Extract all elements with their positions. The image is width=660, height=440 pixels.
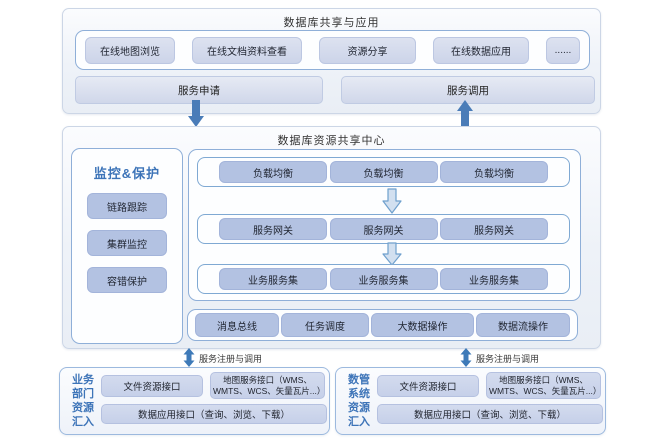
business-service-set-node: 业务服务集 <box>219 268 327 290</box>
business-dept-import-label: 业务 部门 资源 汇入 <box>72 374 94 428</box>
data-application-interface: 数据应用接口（查询、浏览、下载） <box>101 404 327 424</box>
hollow-arrow-down-icon <box>382 242 402 266</box>
service-gateway-node: 服务网关 <box>219 218 327 240</box>
map-service-interface: 地图服务接口（WMS、WMTS、WCS、矢量瓦片...） <box>210 372 325 399</box>
file-resource-interface: 文件资源接口 <box>377 375 479 397</box>
top-section-sharing-application: 数据库共享与应用 在线地图浏览 在线文档资料查看 资源分享 在线数据应用 ...… <box>62 8 601 114</box>
app-ellipsis: ...... <box>546 36 580 64</box>
load-balancer-node: 负载均衡 <box>219 161 327 183</box>
app-online-docs: 在线文档资料查看 <box>192 36 302 64</box>
monitor-protect-box: 监控&保护 链路跟踪 集群监控 容错保护 <box>71 148 183 344</box>
load-balancer-node: 负载均衡 <box>329 161 438 183</box>
platform-task-schedule: 任务调度 <box>281 313 369 337</box>
data-mgmt-import-label: 数管 系统 资源 汇入 <box>348 374 370 428</box>
platform-bigdata-ops: 大数据操作 <box>371 313 474 337</box>
map-service-interface: 地图服务接口（WMS、WMTS、WCS、矢量瓦片...） <box>486 372 601 399</box>
app-online-map: 在线地图浏览 <box>85 36 175 64</box>
monitor-item-link-trace: 链路跟踪 <box>87 193 167 219</box>
arrow-up-icon <box>457 100 473 127</box>
tier-row-load-balancer: 负载均衡 负载均衡 负载均衡 <box>197 157 570 187</box>
service-gateway-node: 服务网关 <box>329 218 438 240</box>
business-service-set-node: 业务服务集 <box>440 268 548 290</box>
apps-container: 在线地图浏览 在线文档资料查看 资源分享 在线数据应用 ...... <box>75 30 590 70</box>
platform-services-box: 消息总线 任务调度 大数据操作 数据流操作 <box>187 309 578 341</box>
service-request-bar: 服务申请 <box>75 76 323 104</box>
arrow-up-down-icon <box>460 348 472 367</box>
tier-row-service-set: 业务服务集 业务服务集 业务服务集 <box>197 264 570 294</box>
business-dept-import-box: 业务 部门 资源 汇入 文件资源接口 地图服务接口（WMS、WMTS、WCS、矢… <box>59 367 330 435</box>
data-mgmt-import-box: 数管 系统 资源 汇入 文件资源接口 地图服务接口（WMS、WMTS、WCS、矢… <box>335 367 606 435</box>
load-balancer-node: 负载均衡 <box>440 161 548 183</box>
monitor-item-fault: 容错保护 <box>87 267 167 293</box>
hollow-arrow-down-icon <box>382 188 402 214</box>
app-resource-share: 资源分享 <box>319 36 416 64</box>
app-online-data: 在线数据应用 <box>433 36 529 64</box>
service-gateway-node: 服务网关 <box>440 218 548 240</box>
service-tiers-box: 负载均衡 负载均衡 负载均衡 服务网关 服务网关 服务网关 业务服务集 业务服务… <box>188 149 581 301</box>
top-section-title: 数据库共享与应用 <box>283 17 380 29</box>
register-invoke-label: 服务注册与调用 <box>199 354 263 364</box>
monitor-item-cluster: 集群监控 <box>87 230 167 256</box>
monitor-protect-title: 监控&保护 <box>93 166 161 181</box>
business-service-set-node: 业务服务集 <box>329 268 438 290</box>
register-invoke-label: 服务注册与调用 <box>476 354 540 364</box>
tier-row-gateway: 服务网关 服务网关 服务网关 <box>197 214 570 244</box>
data-application-interface: 数据应用接口（查询、浏览、下载） <box>377 404 603 424</box>
center-section-share-center: 数据库资源共享中心 监控&保护 链路跟踪 集群监控 容错保护 负载均衡 负载均衡… <box>62 126 601 349</box>
arrow-down-icon <box>188 100 204 127</box>
platform-dataflow-ops: 数据流操作 <box>476 313 570 337</box>
platform-message-bus: 消息总线 <box>195 313 279 337</box>
center-section-title: 数据库资源共享中心 <box>277 135 386 147</box>
file-resource-interface: 文件资源接口 <box>101 375 203 397</box>
arrow-up-down-icon <box>183 348 195 367</box>
